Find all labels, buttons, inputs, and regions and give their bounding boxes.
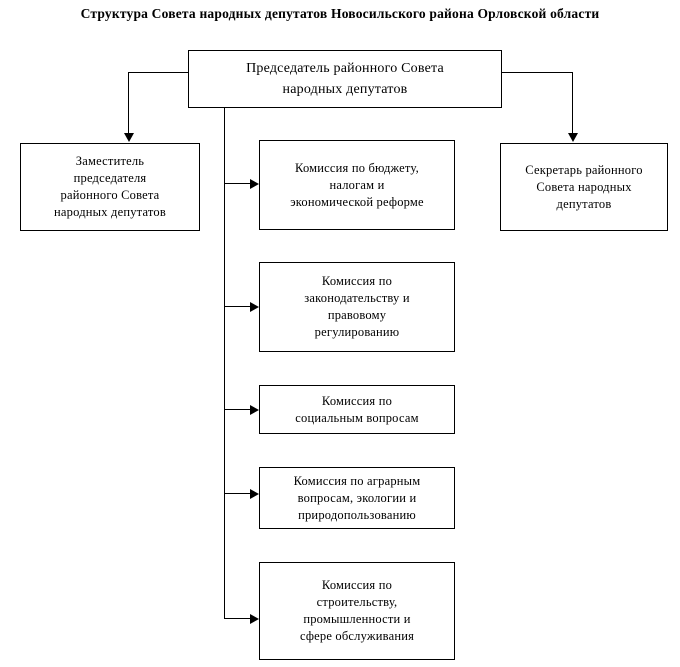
node-commission-building: Комиссия по строительству, промышленност… — [259, 562, 455, 660]
connector-commission-law — [224, 306, 252, 307]
node-deputy-label: Заместитель председателя районного Совет… — [54, 154, 166, 219]
connector-chairman-deputy-horizontal — [128, 72, 188, 73]
arrow-right-icon-commission-building — [250, 614, 259, 624]
arrow-right-icon-commission-budget — [250, 179, 259, 189]
node-chairman-label: Председатель районного Совета народных д… — [246, 61, 444, 97]
node-commission-budget-label: Комиссия по бюджету, налогам и экономиче… — [290, 160, 424, 209]
node-commission-law-label: Комиссия по законодательству и правовому… — [304, 274, 410, 339]
node-secretary: Секретарь районного Совета народных депу… — [500, 143, 668, 231]
node-commission-social-label: Комиссия по социальным вопросам — [295, 393, 419, 425]
connector-commission-social — [224, 409, 252, 410]
arrow-right-icon-commission-agrarian — [250, 489, 259, 499]
connector-chairman-secretary-vertical — [572, 72, 573, 134]
node-commission-law: Комиссия по законодательству и правовому… — [259, 262, 455, 352]
connector-chairman-secretary-horizontal — [502, 72, 573, 73]
node-commission-social: Комиссия по социальным вопросам — [259, 385, 455, 434]
connector-commission-spine — [224, 108, 225, 618]
connector-commission-building — [224, 618, 252, 619]
node-commission-agrarian-label: Комиссия по аграрным вопросам, экологии … — [293, 474, 421, 522]
page-title: Структура Совета народных депутатов Ново… — [80, 6, 600, 21]
connector-chairman-deputy-vertical — [128, 72, 129, 134]
node-commission-budget: Комиссия по бюджету, налогам и экономиче… — [259, 140, 455, 230]
connector-commission-agrarian — [224, 493, 252, 494]
node-deputy: Заместитель председателя районного Совет… — [20, 143, 200, 231]
node-secretary-label: Секретарь районного Совета народных депу… — [525, 162, 643, 211]
arrow-right-icon-commission-social — [250, 405, 259, 415]
arrow-right-icon-commission-law — [250, 302, 259, 312]
connector-commission-budget — [224, 183, 252, 184]
arrow-down-icon-secretary — [568, 133, 578, 142]
node-chairman: Председатель районного Совета народных д… — [188, 50, 502, 108]
node-commission-building-label: Комиссия по строительству, промышленност… — [299, 578, 415, 643]
arrow-down-icon-deputy — [124, 133, 134, 142]
node-commission-agrarian: Комиссия по аграрным вопросам, экологии … — [259, 467, 455, 529]
